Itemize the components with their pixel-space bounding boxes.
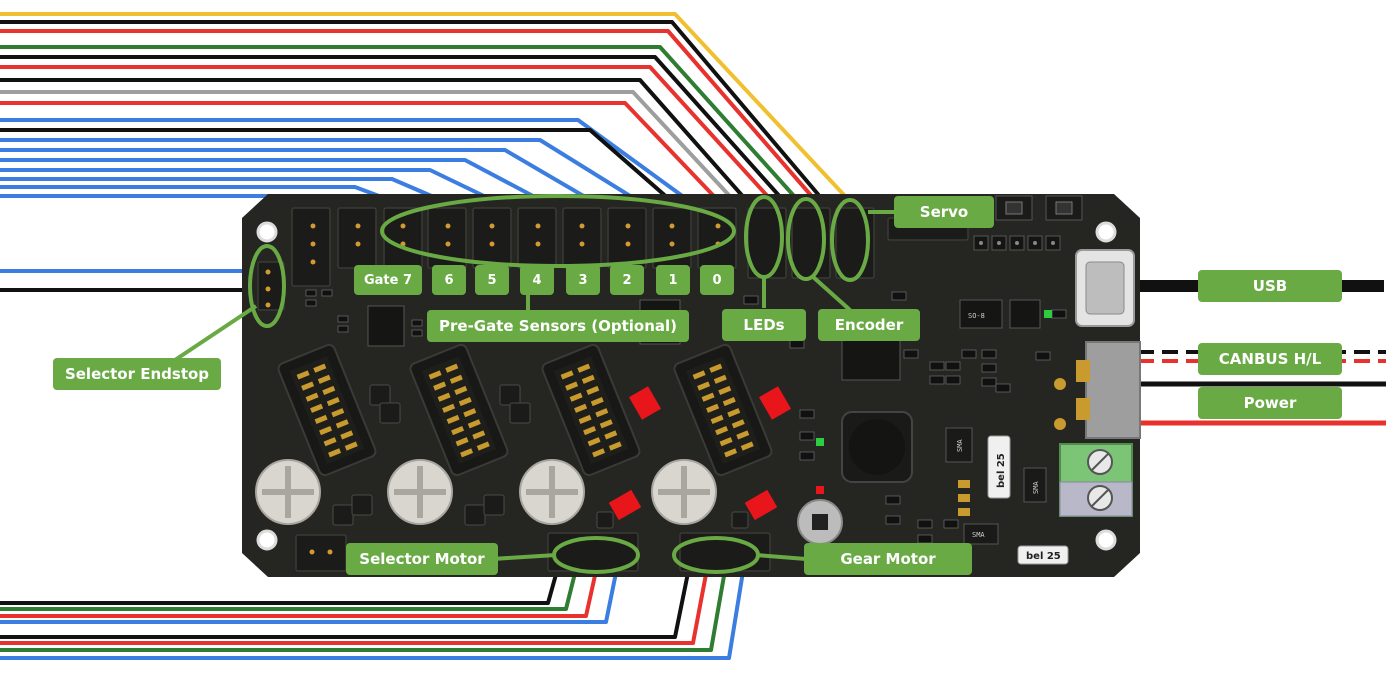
trimmer-pot-1	[255, 459, 321, 525]
red-component-4	[744, 489, 778, 521]
mounting-hole-tl	[256, 221, 278, 243]
fuse-1	[987, 435, 1011, 499]
connector-top-6	[562, 207, 602, 269]
led-green	[1044, 310, 1052, 318]
diode-3	[963, 523, 999, 545]
wire-servo-black	[0, 20, 852, 234]
label-usb: USB	[1198, 270, 1342, 302]
wire-gear-blue	[0, 552, 748, 660]
ic-right	[1009, 299, 1041, 329]
red-component-2	[758, 386, 792, 420]
wire-encoder-green	[0, 45, 814, 218]
svg-text:bel 25: bel 25	[996, 453, 1007, 488]
connector-top-0	[291, 207, 331, 287]
mounting-hole-tr	[1095, 221, 1117, 243]
label-gear-motor: Gear Motor	[804, 543, 972, 575]
label-gate-5: 5	[475, 265, 509, 295]
svg-text:SMA: SMA	[1032, 481, 1040, 494]
can-power-connector	[1054, 341, 1141, 439]
highlight-pregate	[380, 194, 736, 268]
mounting-hole-bl	[256, 529, 278, 551]
wire-leds-black	[0, 78, 764, 220]
trimmer-pot-3	[519, 459, 585, 525]
connector-top-2	[383, 207, 423, 269]
wire-servo-red	[0, 29, 857, 248]
wire-encoder-black	[0, 55, 810, 230]
connector-top-4	[472, 207, 512, 269]
label-gate-1: 1	[656, 265, 690, 295]
ic-so8-mark: SO-8	[968, 312, 985, 320]
label-gate-7: Gate 7	[354, 265, 422, 295]
wire-leds-gray	[0, 90, 768, 237]
wire-gear-green	[0, 552, 730, 652]
label-gate-6: 6	[432, 265, 466, 295]
label-gate-2: 2	[610, 265, 644, 295]
mounting-hole-br	[1095, 529, 1117, 551]
connector-top-7	[607, 207, 647, 269]
label-power: Power	[1198, 387, 1342, 419]
highlight-encoder	[786, 197, 826, 281]
svg-text:SMA: SMA	[956, 439, 964, 452]
svg-text:m: m	[814, 518, 824, 529]
label-gate-0: 0	[700, 265, 734, 295]
trimmer-pot-2	[387, 459, 453, 525]
diode-2	[1023, 467, 1047, 503]
wire-servo-yellow	[0, 12, 860, 212]
label-gate-4: 4	[520, 265, 554, 295]
svg-text:SMA: SMA	[972, 531, 985, 539]
ic-left	[367, 305, 405, 347]
wire-encoder-red	[0, 65, 814, 247]
ic-mcu	[841, 333, 901, 381]
highlight-endstop	[248, 244, 286, 328]
ic-so8	[959, 299, 1003, 329]
label-selector-endstop: Selector Endstop	[53, 358, 221, 390]
connector-bottom-left	[295, 534, 347, 572]
power-terminal-block	[1059, 443, 1133, 517]
red-component-1	[628, 386, 662, 420]
usb-c-port	[1075, 249, 1135, 327]
label-leds: LEDs	[722, 309, 806, 341]
connector-top-5	[517, 207, 557, 269]
wire-pregate-blue-1	[0, 118, 720, 224]
led-green-2	[816, 438, 824, 446]
wire-gear-red	[0, 552, 712, 645]
label-servo: Servo	[894, 196, 994, 228]
diode-1	[945, 427, 973, 463]
label-canbus: CANBUS H/L	[1198, 343, 1342, 375]
trimmer-pot-4	[651, 459, 717, 525]
leader-gear	[755, 553, 807, 561]
wire-gear-black	[0, 552, 694, 639]
label-encoder: Encoder	[818, 309, 920, 341]
capacitor: m	[797, 499, 843, 545]
connector-top-1	[337, 207, 377, 269]
fuse-2	[1017, 545, 1069, 565]
leader-selector	[491, 553, 557, 561]
highlight-servo	[830, 198, 870, 282]
label-pre-gate-sensors: Pre-Gate Sensors (Optional)	[427, 310, 689, 342]
label-gate-3: 3	[566, 265, 600, 295]
leader-encoder	[810, 274, 852, 312]
label-selector-motor: Selector Motor	[346, 543, 498, 575]
red-component-3	[608, 489, 642, 521]
connector-endstop	[257, 261, 285, 311]
inductor	[841, 411, 913, 483]
svg-text:bel 25: bel 25	[1026, 551, 1061, 562]
led-red	[816, 486, 824, 494]
